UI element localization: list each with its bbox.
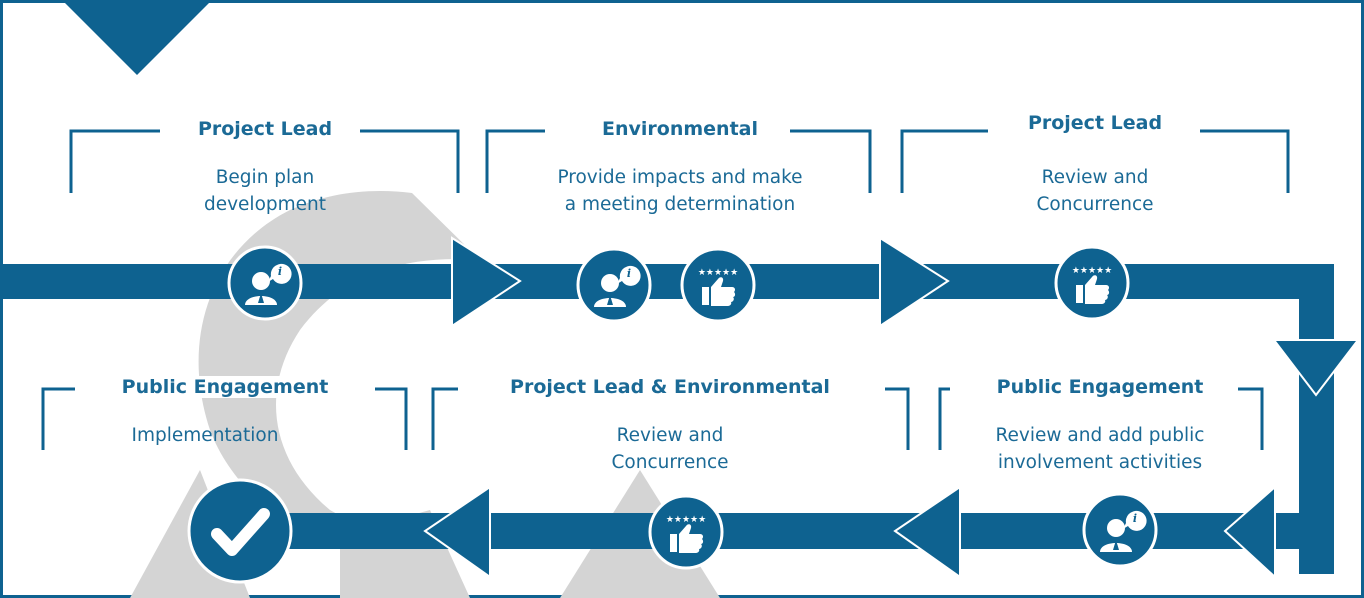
step-3-title: Project Lead (1013, 112, 1177, 134)
person-info-icon: i (1082, 492, 1158, 568)
step-6-desc-line-1: Implementation (131, 425, 279, 446)
step-2-title: Environmental (588, 118, 772, 140)
step-1-desc-line-1: Begin plan (215, 167, 315, 188)
step-5-desc-line-2: Concurrence (611, 452, 729, 473)
step-4-desc-line-1: Review and add public (995, 425, 1205, 446)
svg-text:★★★★★: ★★★★★ (698, 268, 738, 278)
top-track (0, 236, 1334, 328)
step-2-desc-line-1: Provide impacts and make (557, 167, 803, 188)
step-4-title: Public Engagement (982, 376, 1218, 398)
person-info-icon: i (576, 247, 652, 323)
svg-text:★★★★★: ★★★★★ (666, 515, 706, 525)
step-4-desc-line-2: involvement activities (997, 452, 1203, 473)
step-2-desc-line-2: a meeting determination (564, 194, 796, 215)
step-1-title: Project Lead (183, 118, 347, 140)
thumbs-up-stars-icon: ★★★★★ (648, 494, 724, 570)
step-3-desc-line-2: Concurrence (1036, 194, 1154, 215)
thumbs-up-stars-icon: ★★★★★ (1054, 245, 1130, 321)
thumbs-up-stars-icon: ★★★★★ (680, 247, 756, 323)
checkmark-icon (187, 478, 293, 584)
step-1-desc-line-2: development (203, 194, 327, 215)
step-6-title: Public Engagement (107, 376, 343, 398)
down-arrow (1271, 339, 1361, 397)
svg-text:i: i (278, 265, 282, 278)
person-info-icon: i (227, 245, 303, 321)
step-3-desc-line-1: Review and (1041, 167, 1149, 188)
step-5-desc-line-1: Review and (616, 425, 724, 446)
svg-text:i: i (627, 267, 631, 280)
step-5-title: Project Lead & Environmental (496, 376, 844, 398)
step-brackets (41, 129, 1290, 450)
svg-text:★★★★★: ★★★★★ (1072, 266, 1112, 276)
svg-text:i: i (1133, 512, 1137, 525)
corner-triangle (62, 0, 212, 75)
